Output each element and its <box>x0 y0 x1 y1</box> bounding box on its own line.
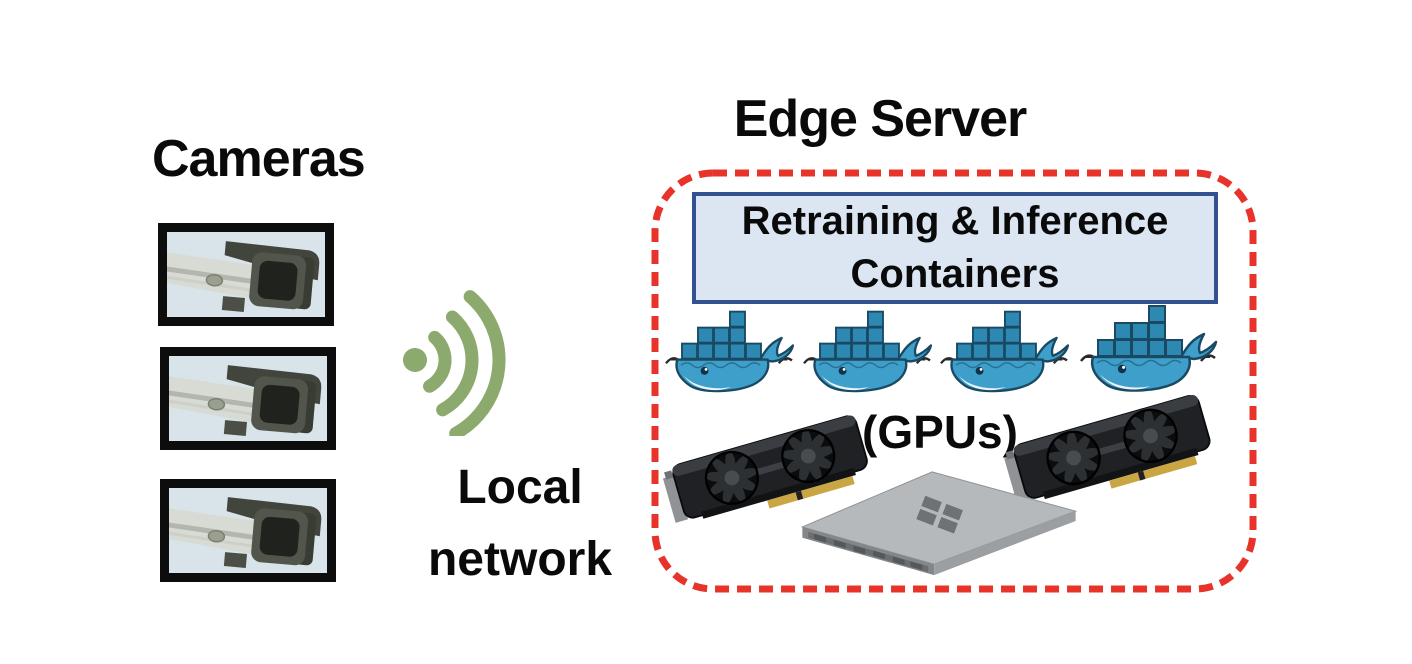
containers-box-label-line2: Containers <box>850 252 1060 296</box>
cctv-camera-icon <box>169 488 327 573</box>
containers-box-label-line1: Retraining & Inference <box>741 199 1169 244</box>
gpu-card-icon-left <box>652 398 892 556</box>
local-network-label: Local network <box>370 452 670 596</box>
wifi-icon <box>396 284 518 436</box>
gpus-label: (GPUs) <box>862 406 1018 458</box>
local-network-label-line2: network <box>427 533 613 586</box>
cctv-camera-icon <box>169 356 327 441</box>
camera-image-2 <box>160 347 336 450</box>
edge-server-title: Edge Server <box>733 90 1028 148</box>
docker-whale-icon-2 <box>802 310 933 393</box>
local-network-label-line1: Local <box>457 461 583 514</box>
cctv-camera-icon <box>167 232 325 317</box>
camera-image-3 <box>160 479 336 582</box>
cameras-title: Cameras <box>152 130 366 188</box>
docker-whale-icon-1 <box>664 310 795 393</box>
camera-image-1 <box>158 223 334 326</box>
containers-box: Retraining & Inference Containers <box>692 192 1218 304</box>
